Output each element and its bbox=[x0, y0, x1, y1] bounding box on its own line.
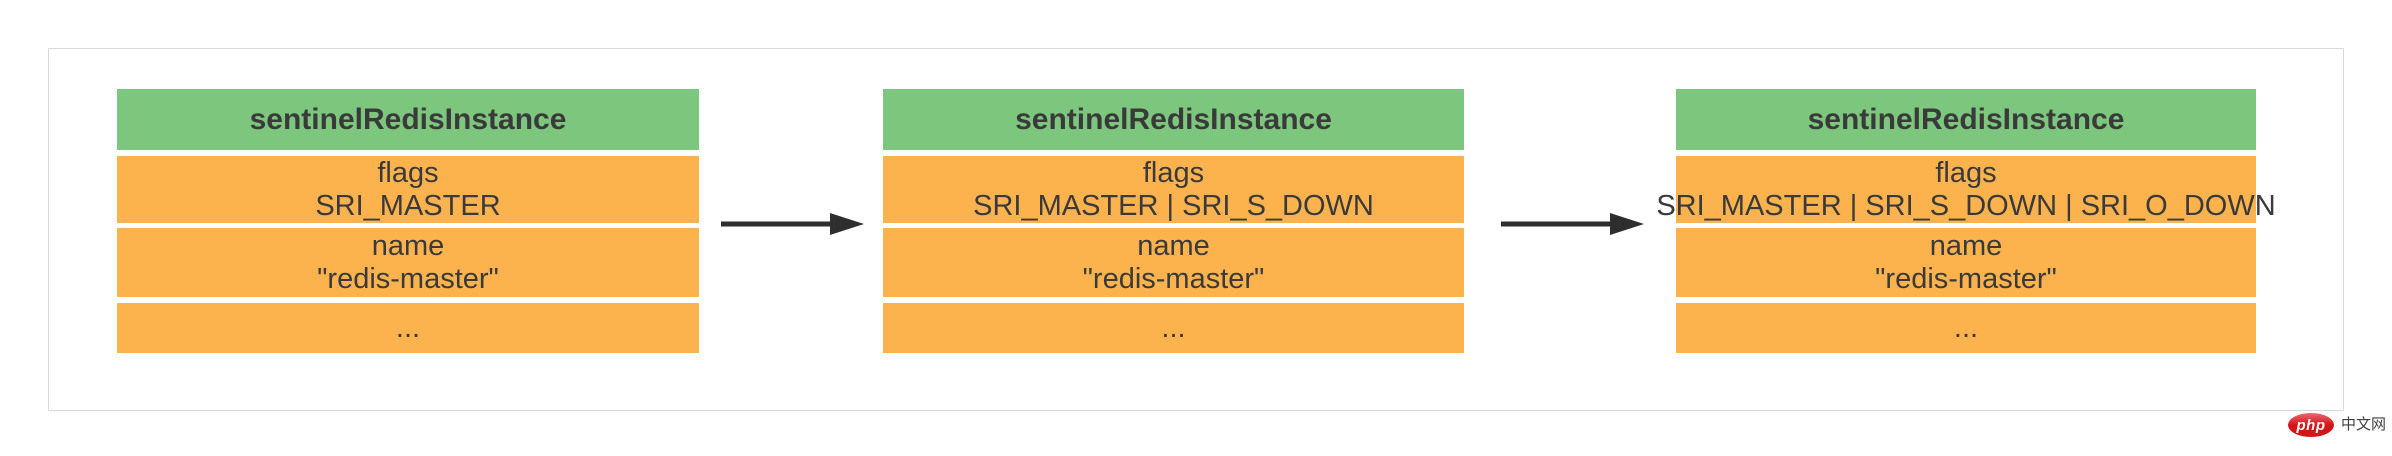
name-value: "redis-master" bbox=[1875, 262, 2057, 295]
struct-header: sentinelRedisInstance bbox=[1676, 89, 2256, 150]
ellipsis-row: ... bbox=[883, 303, 1464, 353]
watermark-site-name: 中文网 bbox=[2341, 416, 2387, 433]
name-row: name "redis-master" bbox=[1676, 228, 2256, 297]
ellipsis-text: ... bbox=[1161, 311, 1186, 344]
struct-title: sentinelRedisInstance bbox=[1807, 102, 2125, 136]
struct-title: sentinelRedisInstance bbox=[1015, 102, 1332, 136]
struct-header: sentinelRedisInstance bbox=[117, 89, 699, 150]
name-value: "redis-master" bbox=[1082, 262, 1265, 295]
flags-label: flags bbox=[377, 156, 439, 189]
name-row: name "redis-master" bbox=[117, 228, 699, 297]
ellipsis-text: ... bbox=[1953, 311, 1979, 344]
struct-title: sentinelRedisInstance bbox=[249, 102, 567, 136]
flags-row: flags SRI_MASTER bbox=[117, 156, 699, 223]
right-arrow-icon bbox=[721, 213, 864, 235]
flags-value: SRI_MASTER | SRI_S_DOWN | SRI_O_DOWN bbox=[1656, 189, 2276, 222]
right-arrow-icon bbox=[1501, 213, 1644, 235]
php-logo-text: php bbox=[2296, 416, 2326, 434]
diagram-frame: sentinelRedisInstance flags SRI_MASTER n… bbox=[48, 48, 2344, 411]
flags-row: flags SRI_MASTER | SRI_S_DOWN | SRI_O_DO… bbox=[1656, 156, 2276, 223]
sri-instance-table-3: sentinelRedisInstance flags SRI_MASTER |… bbox=[1656, 89, 2276, 353]
php-logo-icon: php bbox=[2288, 413, 2334, 437]
ellipsis-row: ... bbox=[117, 303, 699, 353]
name-label: name bbox=[1137, 229, 1210, 262]
ellipsis-row: ... bbox=[1676, 303, 2256, 353]
sri-instance-table-1: sentinelRedisInstance flags SRI_MASTER n… bbox=[117, 89, 699, 353]
flags-label: flags bbox=[1935, 156, 1997, 189]
name-value: "redis-master" bbox=[317, 262, 499, 295]
sri-instance-table-2: sentinelRedisInstance flags SRI_MASTER |… bbox=[883, 89, 1464, 353]
name-label: name bbox=[1929, 229, 2003, 262]
flags-value: SRI_MASTER | SRI_S_DOWN bbox=[973, 189, 1374, 222]
site-watermark: php 中文网 bbox=[2288, 412, 2386, 438]
ellipsis-text: ... bbox=[395, 311, 421, 344]
flags-label: flags bbox=[1142, 156, 1205, 189]
struct-header: sentinelRedisInstance bbox=[883, 89, 1464, 150]
flags-row: flags SRI_MASTER | SRI_S_DOWN bbox=[883, 156, 1464, 223]
name-label: name bbox=[371, 229, 445, 262]
flags-value: SRI_MASTER bbox=[315, 189, 501, 222]
name-row: name "redis-master" bbox=[883, 228, 1464, 297]
